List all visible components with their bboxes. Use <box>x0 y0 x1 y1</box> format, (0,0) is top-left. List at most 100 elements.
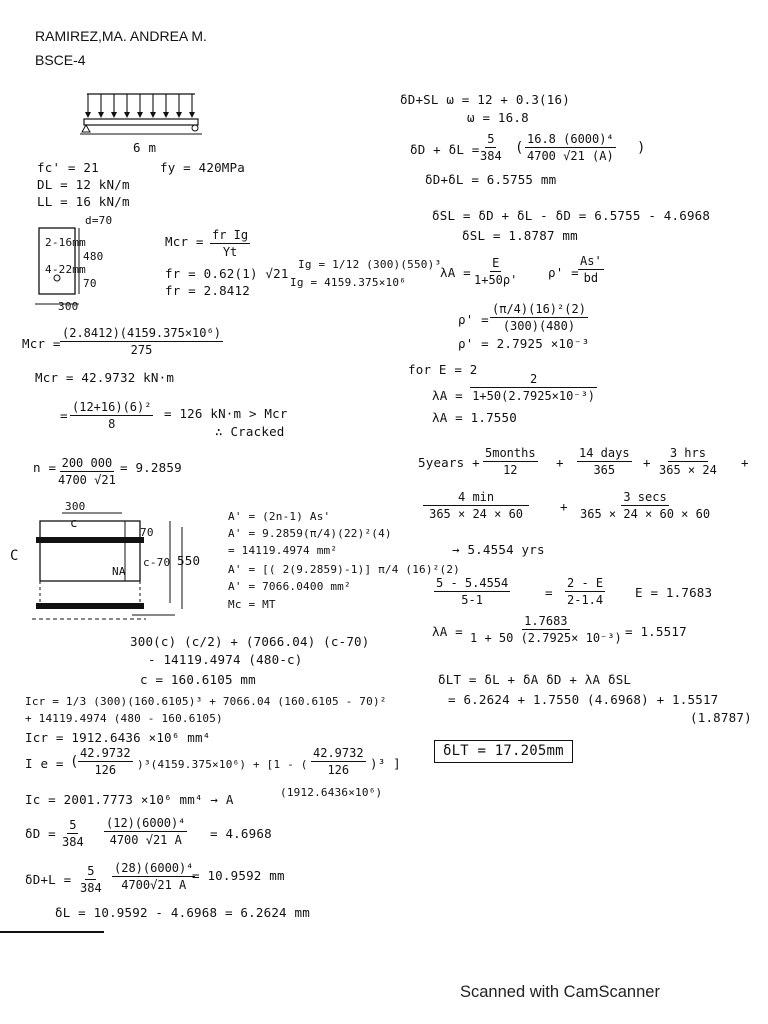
dlt-line-3: (1.8787) <box>690 710 752 725</box>
dd-lhs: δD = <box>25 826 56 841</box>
dl-final: δL = 10.9592 - 4.6968 = 6.2624 mm <box>55 905 310 920</box>
lambda4-result: = 1.5517 <box>625 624 687 639</box>
tsec-d-top: 70 <box>140 526 154 539</box>
beam-section-diagram <box>35 227 80 305</box>
na-line-1: 300(c) (c/2) + (7066.04) (c-70) <box>130 634 370 649</box>
given-fy: fy = 420MPa <box>160 160 245 175</box>
as-line-4: A' = [( 2(9.2859)-1)] π/4 (16)²(2) <box>228 563 460 576</box>
dl-lhs: δD+L = <box>25 872 72 887</box>
as-line-2: A' = 9.2859(π/4)(22)²(4) <box>228 527 392 540</box>
interp-equals: = <box>545 585 553 600</box>
lambda4-lhs: λA = <box>432 624 463 639</box>
dsl-close-paren: ) <box>637 140 646 156</box>
as-line-1: A' = (2n-1) As' <box>228 510 331 523</box>
section-width: 300 <box>58 300 79 313</box>
mcr-calc-lhs: Mcr = <box>22 336 61 351</box>
dsl-open-paren: ( <box>515 140 524 156</box>
n-lhs: n = <box>33 460 57 475</box>
page-edge-mark <box>0 931 104 933</box>
n-result: = 9.2859 <box>120 460 182 475</box>
dlt-line-1: δLT = δL + δA δD + λA δSL <box>438 672 632 687</box>
transformed-section-diagram <box>32 512 183 620</box>
fr-equation: fr = 0.62(1) √21 <box>165 266 289 281</box>
tsec-width: 300 <box>65 500 86 513</box>
ma-lhs: = <box>60 408 68 423</box>
ig-equation: Ig = 1/12 (300)(550)³ <box>298 258 442 271</box>
as-line-3: = 14119.4974 mm² <box>228 544 338 557</box>
rho2-lhs: ρ' = <box>458 312 489 327</box>
na-line-3: c = 160.6105 mm <box>140 672 256 687</box>
dsl-result: δD+δL = 6.5755 mm <box>425 172 557 187</box>
ma-result: = 126 kN·m > Mcr <box>164 406 288 421</box>
lambda2-lhs: λA = <box>432 388 463 403</box>
cracked-label: ∴ Cracked <box>215 424 285 439</box>
icr-line-3: Icr = 1912.6436 ×10⁶ mm⁴ <box>25 730 211 745</box>
given-fc: fc' = 21 <box>37 160 99 175</box>
mcr-result: Mcr = 42.9732 kN·m <box>35 370 175 385</box>
beam-load-diagram <box>80 93 202 135</box>
tsec-c-side: C <box>10 548 19 564</box>
time-plus-2: + <box>643 455 651 470</box>
ie-lhs: I e = <box>25 756 64 771</box>
tsec-c-top: c <box>70 515 78 530</box>
ie-tail: (1912.6436×10⁶) <box>280 786 383 799</box>
as-line-5: A' = 7066.0400 mm² <box>228 580 351 593</box>
final-answer-box: δLT = 17.205mm <box>434 740 573 763</box>
student-name: RAMIREZ,MA. ANDREA M. <box>35 28 207 44</box>
dd-result: = 4.6968 <box>210 826 272 841</box>
interp-result: E = 1.7683 <box>635 585 713 600</box>
ig-result: Ig = 4159.375×10⁶ <box>290 276 406 289</box>
section-bottom-bars: 4-22mm <box>45 263 86 276</box>
icr-line-2: + 14119.4974 (480 - 160.6105) <box>25 712 223 725</box>
for-e: for E = 2 <box>408 362 478 377</box>
icr-line-1: Icr = 1/3 (300)(160.6105)³ + 7066.04 (16… <box>25 695 387 708</box>
time-plus-4: + <box>560 499 568 514</box>
dsl3: δSL = 1.8787 mm <box>462 228 578 243</box>
rho-lhs: ρ' = <box>548 265 579 280</box>
student-section: BSCE-4 <box>35 52 86 68</box>
dlt-line-2: = 6.2624 + 1.7550 (4.6968) + 1.5517 <box>448 692 719 707</box>
scanner-watermark: Scanned with CamScanner <box>460 983 660 1001</box>
w-line-2: ω = 16.8 <box>467 110 529 125</box>
ie-open-paren: ( <box>70 754 79 770</box>
rho3: ρ' = 2.7925 ×10⁻³ <box>458 336 590 351</box>
time-plus-1: + <box>556 455 564 470</box>
mcr-def-lhs: Mcr = <box>165 234 204 249</box>
given-ll: LL = 16 kN/m <box>37 194 130 209</box>
lambda-lhs: λA = <box>440 265 471 280</box>
rho2-fraction: (π/4)(16)²(2)(300)(480) <box>490 302 588 333</box>
time-result: → 5.4554 yrs <box>452 542 545 557</box>
w-line-1: δD+SL ω = 12 + 0.3(16) <box>400 92 570 107</box>
time-plus-3: + <box>741 455 749 470</box>
rho-fraction: As'bd <box>578 254 604 285</box>
section-top-cover: d=70 <box>85 214 113 227</box>
ie-middle: )³(4159.375×10⁶) + [1 - ( <box>137 758 308 771</box>
dsl-lhs: δD + δL = <box>410 142 480 157</box>
tsec-na: NA <box>112 565 126 578</box>
beam-span-label: 6 m <box>133 140 157 155</box>
lambda3: λA = 1.7550 <box>432 410 517 425</box>
time-years: 5years + <box>418 455 480 470</box>
ie-end: )³ ] <box>370 756 401 771</box>
given-dl: DL = 12 kN/m <box>37 177 130 192</box>
section-depth: 480 <box>83 250 104 263</box>
